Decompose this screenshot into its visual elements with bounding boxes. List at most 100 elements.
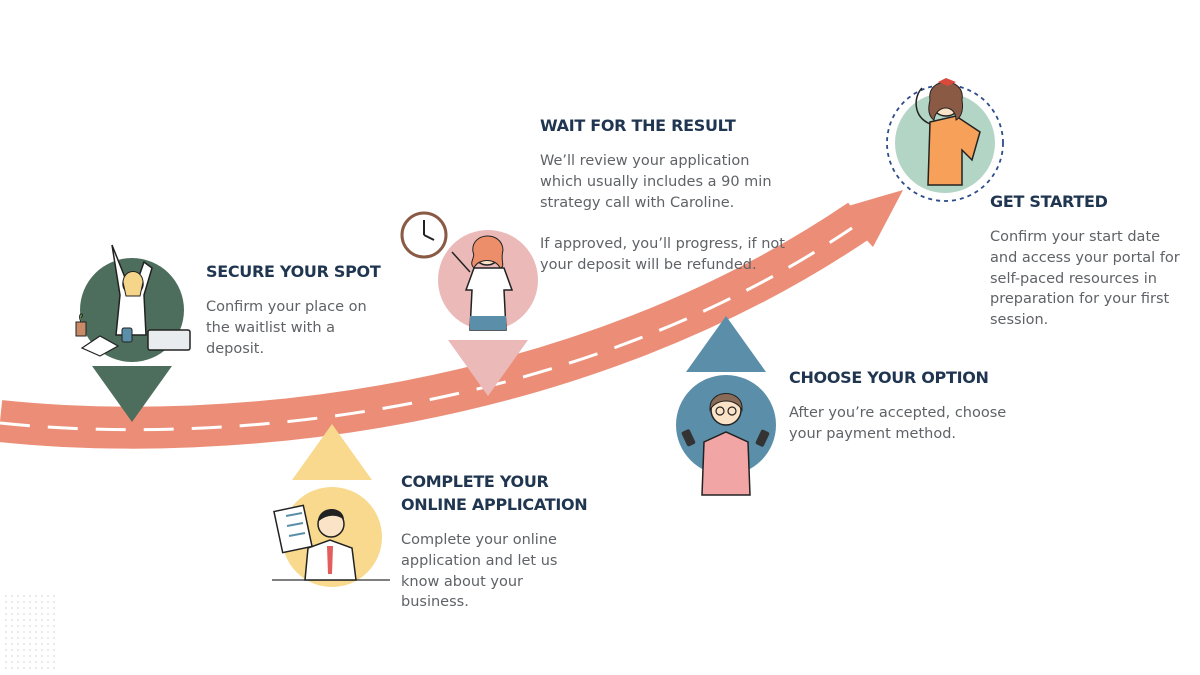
decorative-dot xyxy=(53,667,55,669)
decorative-dot xyxy=(29,643,31,645)
decorative-dot xyxy=(35,625,37,627)
decorative-dot xyxy=(29,619,31,621)
decorative-dot xyxy=(35,643,37,645)
decorative-dot xyxy=(11,619,13,621)
decorative-dot xyxy=(41,649,43,651)
decorative-dot xyxy=(23,613,25,615)
decorative-dot xyxy=(5,661,7,663)
woman-flexing-arm-icon xyxy=(915,78,981,186)
decorative-dot xyxy=(5,655,7,657)
decorative-dot xyxy=(11,595,13,597)
decorative-dot xyxy=(41,625,43,627)
decorative-dot xyxy=(23,667,25,669)
decorative-dot xyxy=(53,613,55,615)
decorative-dot xyxy=(17,631,19,633)
decorative-dot xyxy=(11,601,13,603)
decorative-dot xyxy=(53,631,55,633)
step-title: GET STARTED xyxy=(990,192,1108,211)
decorative-dot xyxy=(17,595,19,597)
decorative-dot xyxy=(23,637,25,639)
decorative-dot xyxy=(23,649,25,651)
step-title: COMPLETE YOUR ONLINE APPLICATION xyxy=(401,472,588,514)
decorative-dot xyxy=(29,625,31,627)
decorative-dot xyxy=(5,613,7,615)
step-description: Complete your online application and let… xyxy=(401,532,558,611)
decorative-dot xyxy=(5,667,7,669)
decorative-dot xyxy=(53,595,55,597)
decorative-dot xyxy=(41,613,43,615)
decorative-dot xyxy=(35,667,37,669)
decorative-dot xyxy=(47,619,49,621)
road-arrowhead xyxy=(838,190,903,247)
decorative-dot xyxy=(29,595,31,597)
decorative-dot xyxy=(29,667,31,669)
step-started-text: GET STARTED Confirm your start date and … xyxy=(990,190,1195,331)
decorative-dot xyxy=(17,637,19,639)
decorative-dot xyxy=(23,619,25,621)
decorative-dot xyxy=(11,613,13,615)
decorative-dot xyxy=(17,601,19,603)
decorative-dot xyxy=(41,637,43,639)
decorative-dot xyxy=(47,655,49,657)
step-secure-marker xyxy=(75,244,191,422)
road-arrow xyxy=(0,190,903,449)
decorative-dot xyxy=(47,595,49,597)
decorative-dot xyxy=(5,643,7,645)
step-description-secondary: If approved, you’ll progress, if not you… xyxy=(540,236,785,273)
decorative-dot xyxy=(41,595,43,597)
decorative-dot xyxy=(41,631,43,633)
decorative-dot xyxy=(53,625,55,627)
step-application-marker xyxy=(272,424,390,587)
decorative-dot xyxy=(35,631,37,633)
decorative-dot xyxy=(5,637,7,639)
decorative-dot xyxy=(47,607,49,609)
decorative-dot xyxy=(47,667,49,669)
decorative-dot xyxy=(17,607,19,609)
decorative-dot xyxy=(53,643,55,645)
step-started-marker xyxy=(886,78,1004,202)
step-application-text: COMPLETE YOUR ONLINE APPLICATION Complet… xyxy=(401,470,621,613)
road-body xyxy=(0,202,872,449)
step-title: WAIT FOR THE RESULT xyxy=(540,116,736,135)
decorative-dot xyxy=(29,631,31,633)
option-up-pointer xyxy=(686,316,766,372)
decorative-dot xyxy=(5,649,7,651)
step-title: CHOOSE YOUR OPTION xyxy=(789,368,989,387)
decorative-dot xyxy=(47,637,49,639)
decorative-dot xyxy=(47,661,49,663)
step-description: Confirm your start date and access your … xyxy=(990,229,1180,329)
step-secure-text: SECURE YOUR SPOT Confirm your place on t… xyxy=(206,260,406,359)
decorative-dot xyxy=(41,655,43,657)
decorative-dot xyxy=(41,667,43,669)
decorative-dot xyxy=(35,613,37,615)
decorative-dot xyxy=(53,661,55,663)
decorative-dot xyxy=(53,655,55,657)
decorative-dot xyxy=(35,649,37,651)
wall-clock-icon xyxy=(400,211,448,259)
decorative-dot xyxy=(29,661,31,663)
step-description: Confirm your place on the waitlist with … xyxy=(206,299,367,357)
step-result-text: WAIT FOR THE RESULT We’ll review your ap… xyxy=(540,114,820,276)
decorative-dot xyxy=(11,637,13,639)
decorative-dot-grid xyxy=(5,595,55,669)
road-center-dashes xyxy=(0,226,853,432)
decorative-dot xyxy=(17,655,19,657)
decorative-dot xyxy=(5,607,7,609)
decorative-dot xyxy=(41,619,43,621)
decorative-dot xyxy=(29,613,31,615)
decorative-dot xyxy=(17,625,19,627)
decorative-dot xyxy=(29,607,31,609)
woman-holding-two-phones-icon xyxy=(681,393,770,496)
decorative-dot xyxy=(47,649,49,651)
decorative-dot xyxy=(53,649,55,651)
step-result-marker xyxy=(400,211,538,396)
man-holding-application-form-icon xyxy=(272,504,390,581)
decorative-dot xyxy=(41,661,43,663)
decorative-dot xyxy=(17,649,19,651)
decorative-dot xyxy=(47,601,49,603)
decorative-dot xyxy=(41,643,43,645)
step-description: After you’re accepted, choose your payme… xyxy=(789,405,1007,442)
decorative-dot xyxy=(5,619,7,621)
decorative-dot xyxy=(29,637,31,639)
